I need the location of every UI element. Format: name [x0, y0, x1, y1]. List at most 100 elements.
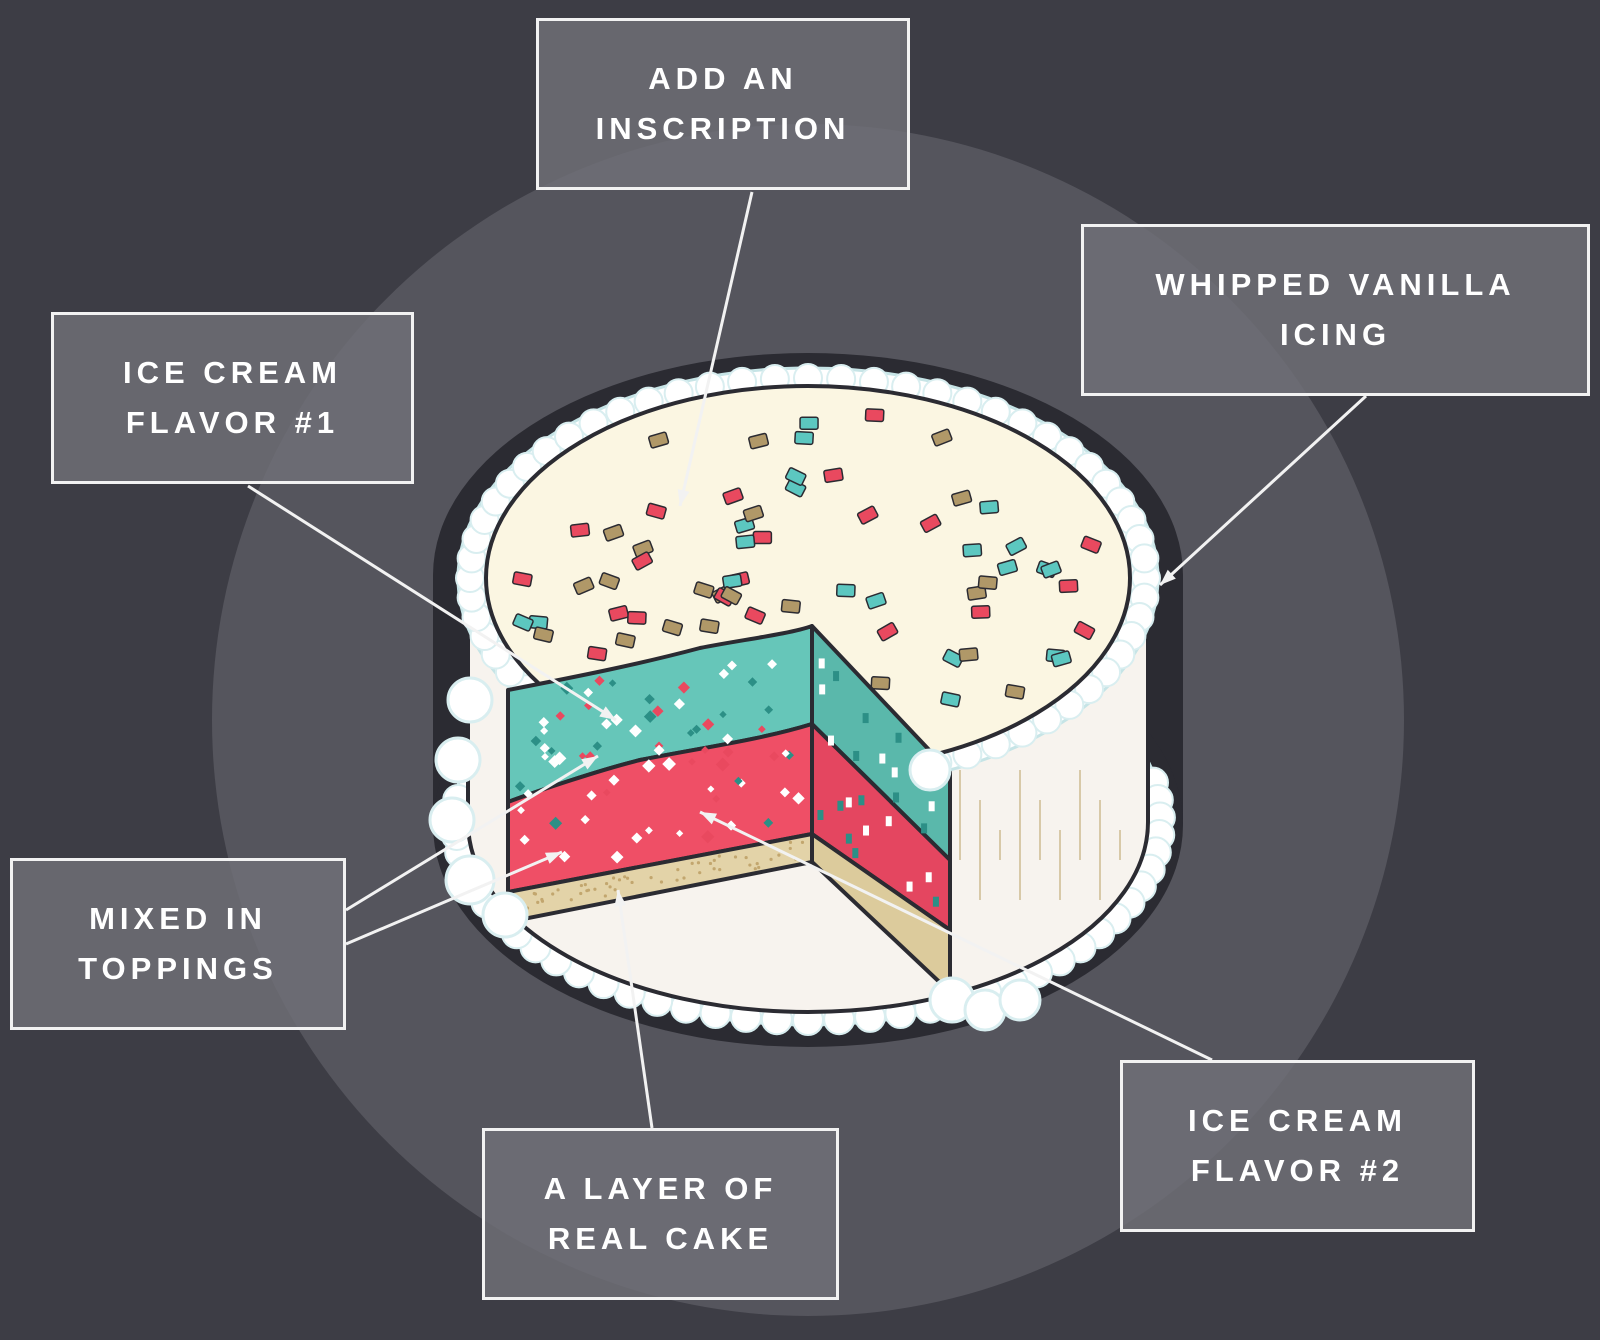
- cake-crumb: [755, 861, 759, 866]
- topping-sprinkle: [792, 792, 805, 805]
- cake-crumb: [585, 889, 589, 893]
- topping-sprinkle: [779, 787, 790, 798]
- cake-crumb: [625, 876, 630, 880]
- top-sprinkle: [721, 573, 743, 590]
- topping-sprinkle: [610, 850, 624, 864]
- top-sprinkle: [977, 575, 998, 590]
- cake-crumb: [556, 888, 560, 892]
- label-add-inscription: ADD AN INSCRIPTION: [536, 18, 910, 190]
- topping-sprinkle: [862, 713, 869, 724]
- cake-crumb: [696, 861, 701, 865]
- leader-toppings-b-arrowhead: [544, 852, 562, 864]
- top-sprinkle: [602, 523, 625, 542]
- topping-sprinkle: [662, 757, 676, 771]
- icing-blob: [998, 978, 1042, 1022]
- leader-flavor-1-arrowhead: [599, 706, 616, 720]
- label-ice-cream-flavor-1: ICE CREAM FLAVOR #1: [51, 312, 414, 484]
- top-sprinkle: [626, 610, 647, 625]
- top-sprinkle: [864, 408, 885, 423]
- cake-crumb: [744, 855, 748, 860]
- top-sprinkle: [1050, 650, 1072, 668]
- top-sprinkle: [1005, 536, 1028, 556]
- cake-crumb: [583, 883, 587, 887]
- cake-crumb: [659, 880, 664, 884]
- topping-sprinkle: [747, 677, 758, 687]
- topping-sprinkle: [586, 790, 597, 801]
- front-icing-blobs: [428, 676, 1042, 1032]
- topping-sprinkle: [538, 717, 550, 728]
- topping-sprinkle: [673, 698, 686, 710]
- cake-crumb: [769, 857, 773, 861]
- leader-icing-arrowhead: [1160, 569, 1176, 585]
- leader-inscription: [678, 191, 754, 507]
- label-flavor-1-line2: FLAVOR #1: [125, 405, 340, 440]
- cake-crumb: [551, 892, 555, 896]
- topping-sprinkle: [928, 801, 935, 812]
- top-sprinkle: [1058, 578, 1079, 594]
- cake-crumb: [676, 868, 680, 872]
- topping-sprinkle: [764, 705, 774, 715]
- cake-crumb: [617, 878, 622, 882]
- topping-sprinkle: [763, 817, 774, 828]
- cake-crumb: [569, 898, 573, 902]
- top-sprinkle: [693, 581, 715, 599]
- cake-crumb: [748, 863, 752, 867]
- topping-sprinkle: [895, 732, 902, 743]
- label-add-inscription-line1: ADD AN: [648, 61, 798, 96]
- leader-cake-layer: [616, 889, 654, 1129]
- topping-sprinkle: [608, 774, 620, 786]
- topping-sprinkle: [758, 725, 766, 734]
- top-sprinkle: [586, 645, 608, 662]
- label-cake-layer-line2: REAL CAKE: [547, 1221, 774, 1256]
- topping-sprinkle: [719, 710, 727, 719]
- topping-sprinkle: [921, 823, 928, 834]
- top-sprinkle: [870, 676, 891, 691]
- top-sprinkle: [752, 530, 773, 545]
- topping-sprinkle: [925, 872, 932, 883]
- cake-crumb: [718, 868, 722, 872]
- topping-sprinkle: [906, 881, 913, 892]
- topping-sprinkle: [932, 896, 939, 907]
- label-flavor-2-line1: ICE CREAM: [1188, 1103, 1407, 1138]
- top-sprinkle: [799, 416, 819, 430]
- leader-arrowheads: [544, 489, 1176, 907]
- topping-sprinkle: [858, 795, 865, 806]
- top-sprinkle: [958, 647, 979, 662]
- top-sprinkle: [835, 583, 856, 598]
- cake-crumb: [708, 861, 713, 866]
- cake-crumb: [604, 881, 609, 886]
- top-sprinkle: [780, 598, 801, 614]
- topping-sprinkle: [645, 826, 653, 835]
- cake-crumb: [579, 883, 584, 888]
- top-sprinkle: [598, 572, 621, 591]
- top-sprinkle: [966, 585, 987, 601]
- top-sprinkle: [661, 618, 684, 637]
- cake-crumb: [800, 840, 805, 844]
- topping-sprinkle: [583, 687, 594, 698]
- top-sprinkle: [865, 591, 887, 610]
- top-sprinkle: [996, 558, 1019, 576]
- leader-flavor-2: [699, 810, 1213, 1062]
- topping-sprinkle: [629, 724, 642, 738]
- topping-sprinkle: [555, 711, 565, 721]
- top-sprinkle: [748, 432, 770, 450]
- cake-crumb: [712, 867, 716, 871]
- top-sprinkle: [569, 522, 591, 538]
- label-add-inscription-line2: INSCRIPTION: [595, 111, 851, 146]
- topping-sprinkle: [734, 776, 743, 786]
- top-sprinkle: [1073, 620, 1096, 641]
- cake-crumb: [753, 867, 757, 871]
- top-sprinkle: [962, 543, 983, 558]
- label-real-cake-layer: A LAYER OF REAL CAKE: [482, 1128, 839, 1300]
- leader-flavor-1: [247, 484, 617, 722]
- topping-sprinkle: [652, 705, 664, 717]
- topping-sprinkle: [769, 751, 780, 762]
- topping-sprinkle: [594, 675, 605, 686]
- top-sprinkle: [512, 571, 533, 588]
- top-sprinkle: [744, 606, 766, 625]
- topping-sprinkle: [833, 671, 840, 682]
- top-sprinkle: [970, 604, 991, 619]
- leader-cake-layer-arrowhead: [614, 890, 627, 907]
- top-sprinkle: [512, 613, 534, 632]
